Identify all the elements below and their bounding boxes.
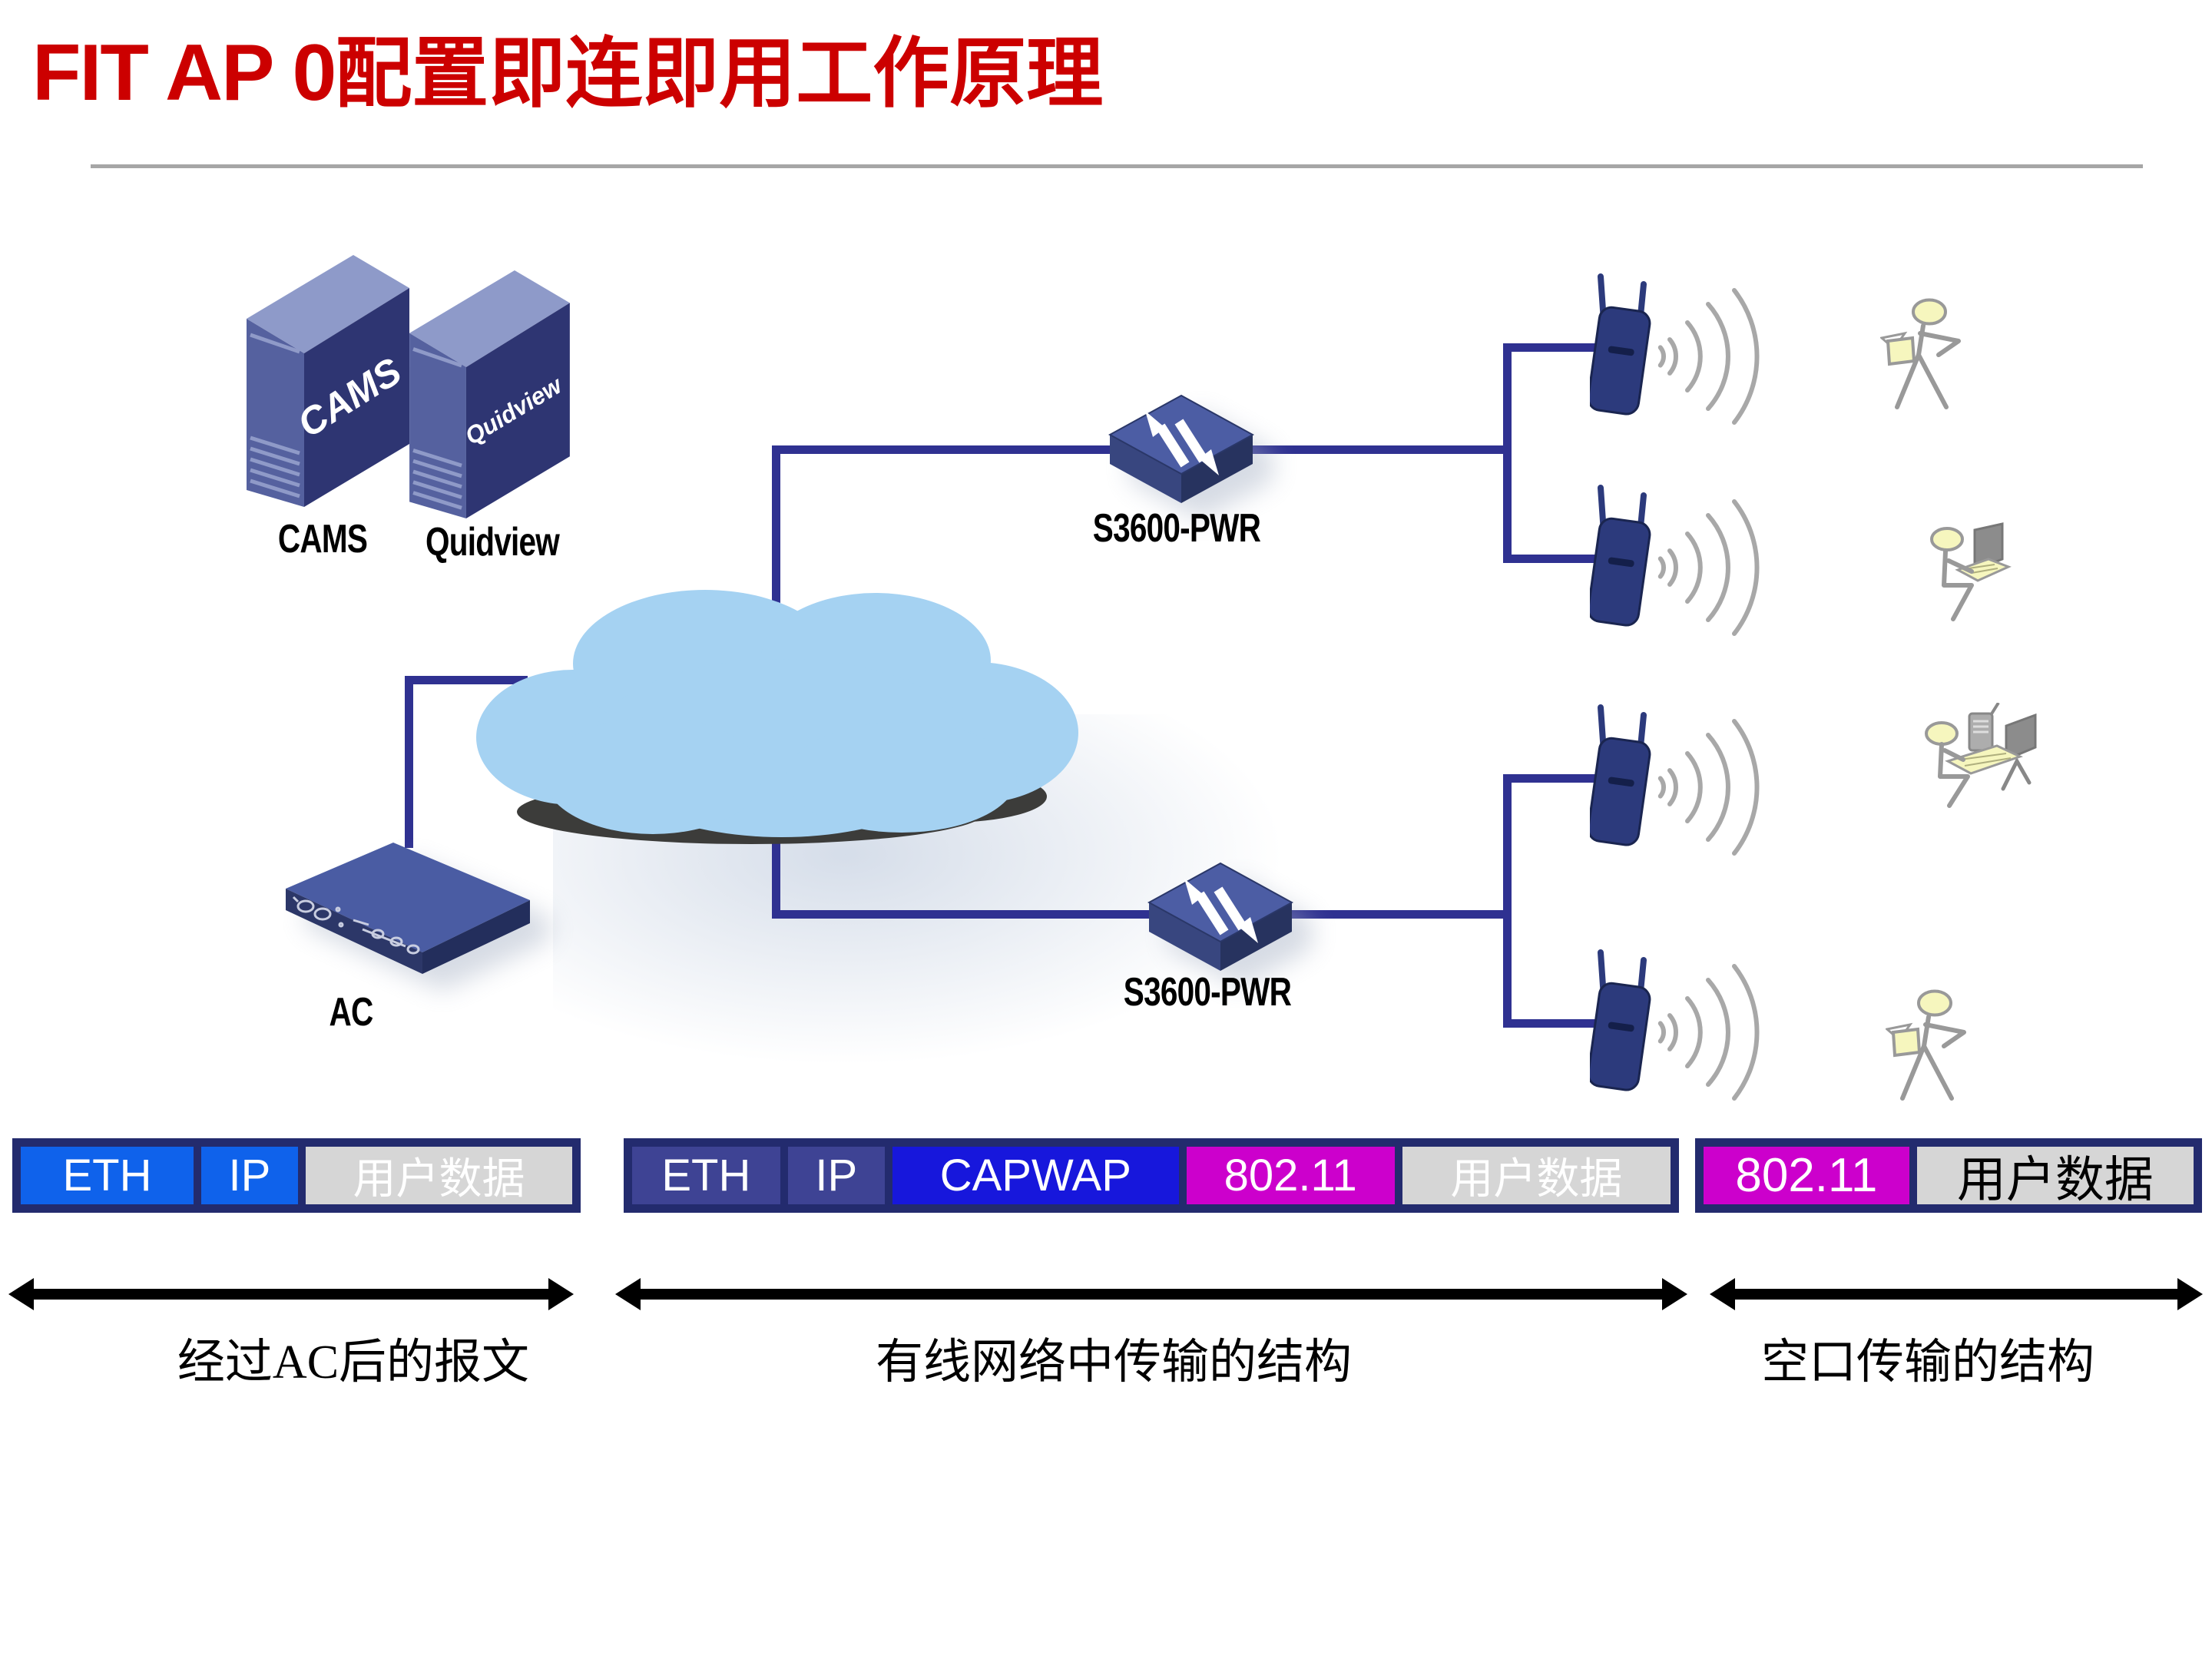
packet-bar-after-ac: ETH IP 用户数据 <box>12 1138 581 1213</box>
quidview-label: Quidview <box>425 520 560 565</box>
wifi-signal-arcs <box>1657 288 1760 425</box>
link-ap4-stub <box>1503 1019 1611 1028</box>
packet-segment-ip: IP <box>787 1147 885 1204</box>
network-cloud-icon <box>476 590 1078 844</box>
switch-arrows-icon <box>1145 411 1219 475</box>
region-label-air: 空口传输的结构 <box>1760 1336 2095 1389</box>
link-cloud-switch-bottom-vertical <box>772 795 780 918</box>
server-vents <box>412 449 462 510</box>
link-bus-top-vertical <box>1503 343 1512 563</box>
page-title-cjk: 配置即连即用工作原理 <box>335 31 1104 117</box>
server-vents <box>250 435 300 498</box>
packet-segment-capwap: CAPWAP <box>892 1147 1179 1204</box>
packet-segment-user-data: 用户数据 <box>1402 1147 1671 1204</box>
wifi-signal-arcs <box>1657 719 1760 856</box>
link-ac-horizontal <box>405 676 528 684</box>
switch-top-icon <box>1108 394 1254 503</box>
link-cloud-switch-top-vertical <box>772 445 780 634</box>
server-quidview-icon: Quidview <box>409 270 570 519</box>
user-laptop-icon <box>1930 522 2012 621</box>
user-standing-icon <box>1880 298 1961 409</box>
link-ap1-stub <box>1503 343 1611 352</box>
switch-arrows-icon <box>1184 879 1258 943</box>
wifi-signal-arcs <box>1657 499 1760 636</box>
span-arrow-air <box>1710 1278 2203 1310</box>
user-workstation-icon <box>1925 703 2037 808</box>
packet-bar-air: 802.11 用户数据 <box>1695 1138 2202 1213</box>
region-label-after-ac: 经过AC后的报文 <box>177 1336 530 1389</box>
switch-bottom-icon <box>1147 862 1293 971</box>
link-cloud-switch-bottom-horizontal <box>772 910 1507 919</box>
ap-icon <box>1590 949 1760 1101</box>
wifi-signal-arcs <box>1657 964 1760 1101</box>
link-ac-vertical <box>405 676 413 848</box>
ap-icon <box>1590 273 1760 425</box>
cams-label: CAMS <box>277 517 368 561</box>
ap-icon <box>1590 485 1760 636</box>
ac-ports <box>292 896 420 955</box>
switch-bottom-label: S3600-PWR <box>1123 970 1292 1015</box>
page-title-latin: FIT AP 0 <box>32 28 336 118</box>
packet-segment-80211: 802.11 <box>1186 1147 1395 1204</box>
ac-device-icon <box>286 843 530 974</box>
ap-icon <box>1590 704 1760 856</box>
switch-top-label: S3600-PWR <box>1092 506 1261 551</box>
packet-segment-eth: ETH <box>632 1147 780 1204</box>
packet-segment-user-data: 用户数据 <box>1916 1147 2194 1207</box>
link-bus-bottom-vertical <box>1503 774 1512 1028</box>
span-arrow-after-ac <box>8 1278 574 1310</box>
title-underline <box>91 164 2143 168</box>
ac-label: AC <box>329 990 373 1035</box>
span-arrow-wired <box>615 1278 1687 1310</box>
packet-segment-eth: ETH <box>21 1147 194 1204</box>
packet-segment-user-data: 用户数据 <box>305 1147 572 1204</box>
region-label-wired: 有线网络中传输的结构 <box>875 1336 1353 1389</box>
user-standing-icon <box>1886 989 1966 1101</box>
packet-segment-80211: 802.11 <box>1704 1147 1909 1204</box>
packet-segment-ip: IP <box>200 1147 298 1204</box>
link-ap2-stub <box>1503 555 1611 563</box>
packet-bar-wired: ETH IP CAPWAP 802.11 用户数据 <box>624 1138 1679 1213</box>
page-title: FIT AP 0配置即连即用工作原理 <box>32 11 1103 122</box>
server-cams-icon: CAMS <box>247 255 409 507</box>
link-ap3-stub <box>1503 774 1611 783</box>
